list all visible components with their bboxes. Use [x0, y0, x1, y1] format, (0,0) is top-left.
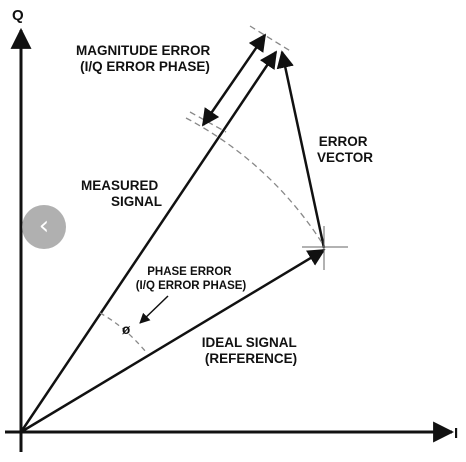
i-axis-label: I — [454, 425, 458, 442]
measured-signal-label: MEASURED SIGNAL — [81, 178, 162, 209]
magnitude-arc — [185, 117, 325, 247]
chevron-left-icon: ‹ — [38, 210, 50, 241]
error-vector — [276, 50, 326, 249]
magnitude-error-label: MAGNITUDE ERROR (I/Q ERROR PHASE) — [76, 43, 214, 74]
phase-error-arc — [99, 312, 147, 353]
phase-error-pointer — [139, 295, 169, 324]
ideal-signal-label: IDEAL SIGNAL (REFERENCE) — [202, 335, 301, 366]
q-axis-label: Q — [12, 7, 24, 24]
extension-line-top — [249, 25, 293, 53]
extension-line-bottom — [189, 111, 227, 133]
error-vector-label: ERROR VECTOR — [317, 134, 373, 165]
phase-error-label: PHASE ERROR (I/Q ERROR PHASE) — [136, 266, 247, 292]
back-button[interactable]: ‹ — [22, 205, 66, 249]
magnitude-error-arrow — [201, 33, 267, 127]
ideal-signal-vector — [20, 248, 326, 434]
phase-symbol: ø — [122, 322, 131, 337]
